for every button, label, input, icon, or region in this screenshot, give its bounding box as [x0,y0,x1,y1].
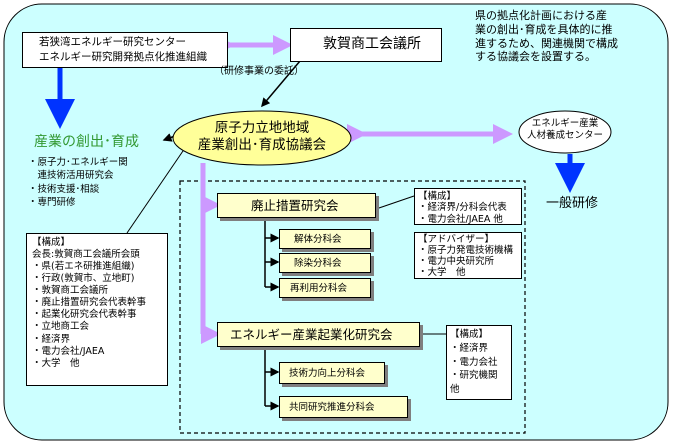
decom-box: 廃止措置研究会 [217,193,376,218]
arrow-tsuruga-to-council [261,60,301,108]
callout-composition [126,147,186,234]
energy-sub-label: 技術力向上分科会 [289,368,366,379]
advisors-item: ・電力中央研究所 [418,255,495,267]
tsuruga-cci-label: 敦賀商工会議所 [323,36,421,52]
purpose-note: 県の拠点化計画における産 業の創出･育成を具体的に推 進するため、関連機関で構成… [475,9,665,64]
advisors-box: 【アドバイザー】 ・原子力発電技術機構 ・電力中央研究所 ・大学 他 [414,232,522,279]
decom-composition-box: 【構成】 ・経済界/分科会代表 ・電力会社/JAEA 他 [414,188,522,225]
wakasa-box: 若狭湾エネルギー研究センター エネルギー研究開発拠点化推進組織 [22,32,228,68]
composition-item: 会長:敦賀商工会議所会頭 [32,249,140,261]
composition-item: ・行政(敦賀市、立地町) [32,273,135,285]
sangyo-item: ・原子力･エネルギー関 [28,157,128,168]
decom-sub-box: 再利用分科会 [279,278,371,298]
decom-sub-label: 解体分科会 [294,234,342,245]
composition-item: ・大学 他 [32,357,80,369]
energy-composition-box: 【構成】 ・経済界 ・電力会社 ・研究機関 他 [446,325,512,400]
general-training-label: 一般研修 [546,196,599,211]
energy-composition-item: ・研究機関 [450,370,498,382]
composition-item: ・立地商工会 [32,321,90,333]
wakasa-line2: エネルギー研究開発拠点化推進組織 [39,51,207,63]
dashed-enclosure [179,180,526,434]
council-label: 原子力立地地域 産業創出･育成協議会 [174,120,350,154]
energy-composition-item: ・経済界 [450,342,489,354]
decom-label: 廃止措置研究会 [251,198,339,213]
energy-sub-box: 共同研究推進分科会 [279,396,408,418]
purpose-line: 業の創出･育成を具体的に推 [475,22,613,36]
purpose-line: する協議会を設置する。 [475,50,596,64]
council-ellipse [172,110,352,166]
energy-sub-label: 共同研究推進分科会 [289,402,375,413]
energy-biz-box: エネルギー産業起業化研究会 [217,322,420,347]
tsuruga-cci-box: 敦賀商工会議所 [290,28,442,62]
composition-box: 【構成】 会長:敦賀商工会議所会頭 ・県(若エネ研推進組織) ・行政(敦賀市、立… [26,233,168,386]
callout-decom-composition [375,195,415,210]
composition-item: ・電力会社/JAEA [32,345,105,357]
decom-composition-heading: 【構成】 [418,191,457,202]
council-line1: 原子力立地地域 [214,120,310,136]
decom-composition-item: ・電力会社/JAEA 他 [418,213,503,225]
decom-sub-label: 除染分科会 [294,258,342,269]
wakasa-line1: 若狭湾エネルギー研究センター [39,36,186,48]
purpose-line: 県の拠点化計画における産 [475,9,607,22]
energy-composition-heading: 【構成】 [450,329,489,340]
purpose-line: 進するため、関連機関で構成 [475,36,618,50]
sangyo-item: ・技術支援･相談 [28,183,100,195]
composition-item: ・経済界 [32,333,71,345]
commission-label: （研修事業の委託） [214,66,304,77]
advisors-heading: 【アドバイザー】 [418,234,495,245]
hr-center-line1: エネルギー産業 [531,118,599,129]
decom-sub-label: 再利用分科会 [290,283,348,294]
composition-heading: 【構成】 [32,237,71,248]
composition-item: ・敦賀商工会議所 [32,285,109,297]
composition-item: ・県(若エネ研推進組織) [32,261,135,273]
decom-composition-item: ・経済界/分科会代表 [418,202,507,214]
energy-composition-item: 他 [450,384,460,396]
advisors-item: ・原子力発電技術機構 [418,244,514,256]
hr-center-line2: 人材養成センター [526,130,603,142]
advisors-item: ・大学 他 [418,266,466,278]
decom-sub-box: 解体分科会 [279,229,371,249]
energy-composition-item: ・電力会社 [450,356,498,368]
sangyo-items: ・原子力･エネルギー関 連技術活用研究会 ・技術支援･相談 ・専門研修 [28,156,128,209]
composition-item: ・起業化研究会代表幹事 [32,309,137,321]
hr-center-ellipse [518,110,612,154]
council-line2: 産業創出･育成協議会 [197,136,327,153]
hr-center-label: エネルギー産業 人材養成センター [519,118,611,143]
energy-biz-label: エネルギー産業起業化研究会 [230,327,393,342]
sangyo-item: 連技術活用研究会 [28,170,114,182]
decom-sub-box: 除染分科会 [279,253,371,273]
composition-item: ・廃止措置研究会代表幹事 [32,297,147,309]
sangyo-item: ・専門研修 [28,196,76,208]
energy-sub-box: 技術力向上分科会 [279,362,385,384]
sangyo-title: 産業の創出･育成 [34,134,139,150]
